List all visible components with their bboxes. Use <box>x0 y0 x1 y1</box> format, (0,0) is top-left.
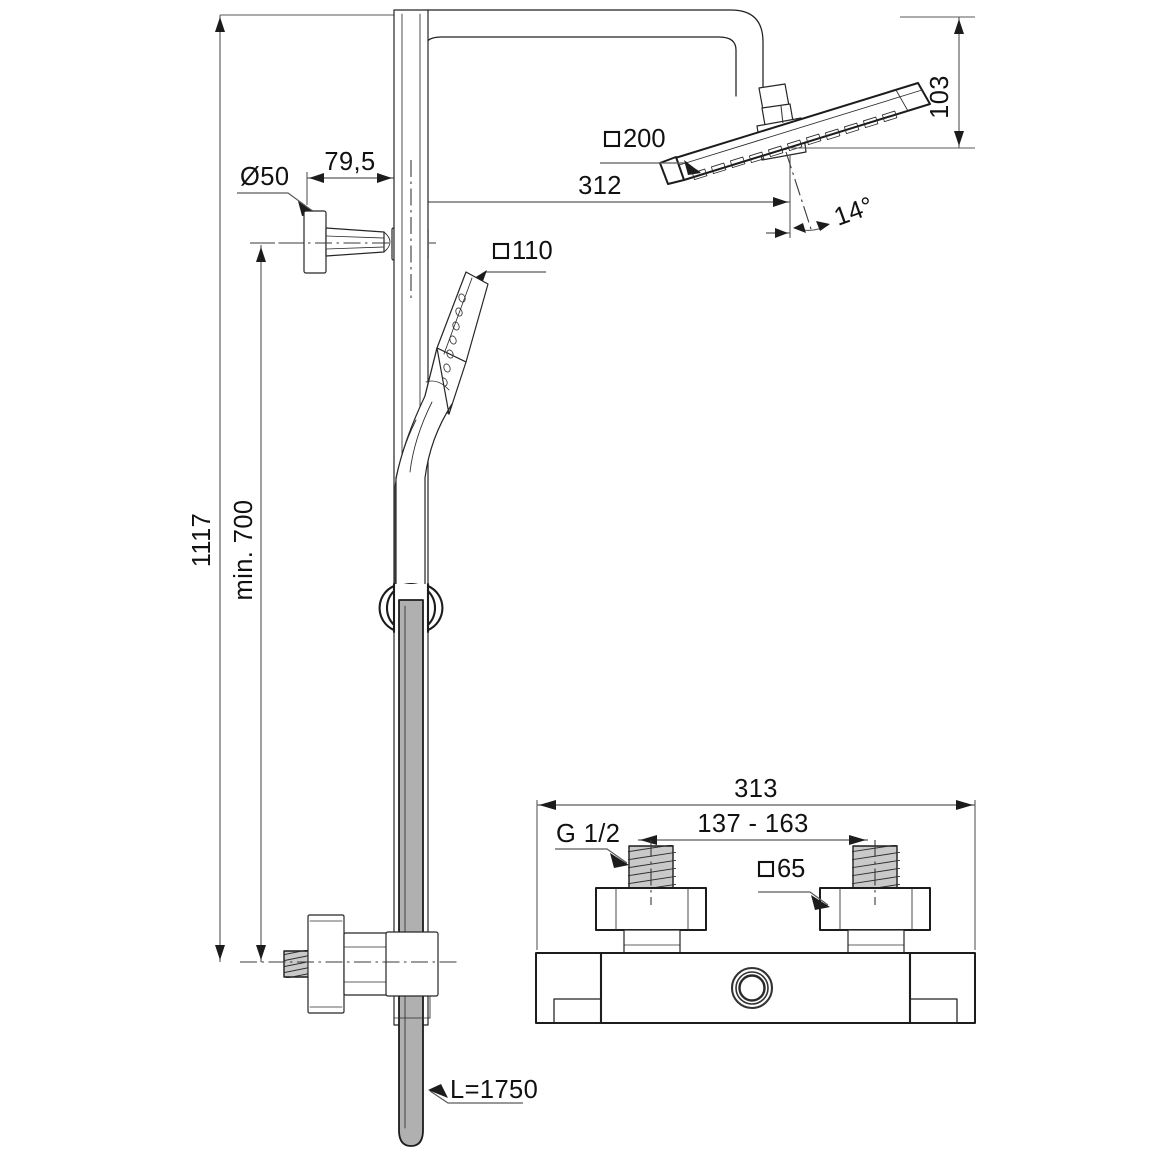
dim-label-110: 110 <box>512 237 553 265</box>
label-valve-thread: G 1/2 <box>555 820 629 868</box>
dimension-head-shower-height-offset: 103 <box>790 16 975 149</box>
label-wall-bracket-diameter: Ø50 <box>237 163 316 216</box>
square-symbol-icon-65 <box>757 860 775 878</box>
label-hand-shower-size: 110 <box>468 237 553 284</box>
dim-label-65: 65 <box>777 855 805 883</box>
shower-hose <box>398 599 424 1147</box>
dim-label-1117: 1117 <box>188 513 216 568</box>
valve-inlet-left <box>595 840 707 956</box>
bottom-inlet-elbow <box>240 914 460 1019</box>
dimension-overall-height: 1117 <box>188 14 400 962</box>
dimension-valve-connection-spacing: 137 - 163 <box>638 810 868 845</box>
dim-label-79-5: 79,5 <box>324 148 375 176</box>
hand-shower <box>394 271 489 599</box>
thermostatic-mixer-valve <box>535 951 976 1025</box>
dim-label-200: 200 <box>623 125 666 153</box>
dimension-slide-bar-min-height: min. 700 <box>230 242 400 962</box>
dim-label-hose-length: L=1750 <box>450 1076 538 1104</box>
valve-inlet-right <box>819 840 931 956</box>
dimension-bracket-projection: 79,5 <box>306 148 394 205</box>
dim-label-d50: Ø50 <box>240 163 289 191</box>
dim-label-g-half: G 1/2 <box>556 820 620 848</box>
square-symbol-icon <box>603 130 621 148</box>
valve-outlet-port <box>730 966 774 1010</box>
label-hose-length: L=1750 <box>428 1076 538 1104</box>
rain-shower-head <box>659 82 931 185</box>
dim-label-312: 312 <box>578 172 622 200</box>
dimension-head-shower-tilt-angle: 14° <box>766 151 877 238</box>
dim-label-313: 313 <box>734 775 778 803</box>
dim-label-137-163: 137 - 163 <box>697 810 808 838</box>
label-valve-escutcheon-size: 65 <box>757 855 830 910</box>
dimension-head-shower-projection: 312 <box>411 172 790 207</box>
square-symbol-icon-110 <box>492 242 510 260</box>
label-head-shower-size: 200 <box>600 125 701 175</box>
dim-label-14deg: 14° <box>830 192 877 232</box>
dimension-valve-overall-width: 313 <box>536 775 976 950</box>
dim-label-min-700: min. 700 <box>230 499 258 600</box>
dim-label-103: 103 <box>926 75 954 119</box>
